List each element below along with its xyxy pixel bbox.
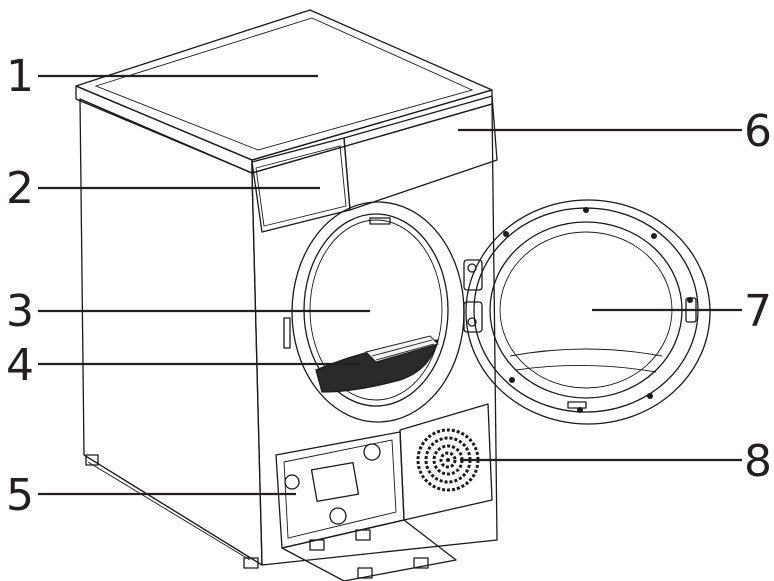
front-panel <box>251 103 498 566</box>
control-panel <box>251 137 351 233</box>
callout-numbers: 1 2 3 4 5 6 7 8 <box>6 51 772 521</box>
callout-5: 5 <box>6 470 34 521</box>
worktop <box>75 9 493 174</box>
callout-7: 7 <box>744 286 772 337</box>
front-top-cover <box>343 95 498 211</box>
dryer-illustration <box>75 9 711 581</box>
lint-filter <box>315 335 439 393</box>
condenser-compartment <box>275 431 457 581</box>
callout-6: 6 <box>744 106 772 157</box>
open-door <box>463 199 711 425</box>
side-panel <box>79 98 263 569</box>
leader-lines <box>38 74 742 496</box>
callout-3: 3 <box>6 286 34 337</box>
callout-4: 4 <box>6 340 34 391</box>
callout-8: 8 <box>744 436 772 487</box>
air-vent <box>399 403 493 521</box>
callout-2: 2 <box>6 163 34 214</box>
callout-1: 1 <box>6 51 34 102</box>
